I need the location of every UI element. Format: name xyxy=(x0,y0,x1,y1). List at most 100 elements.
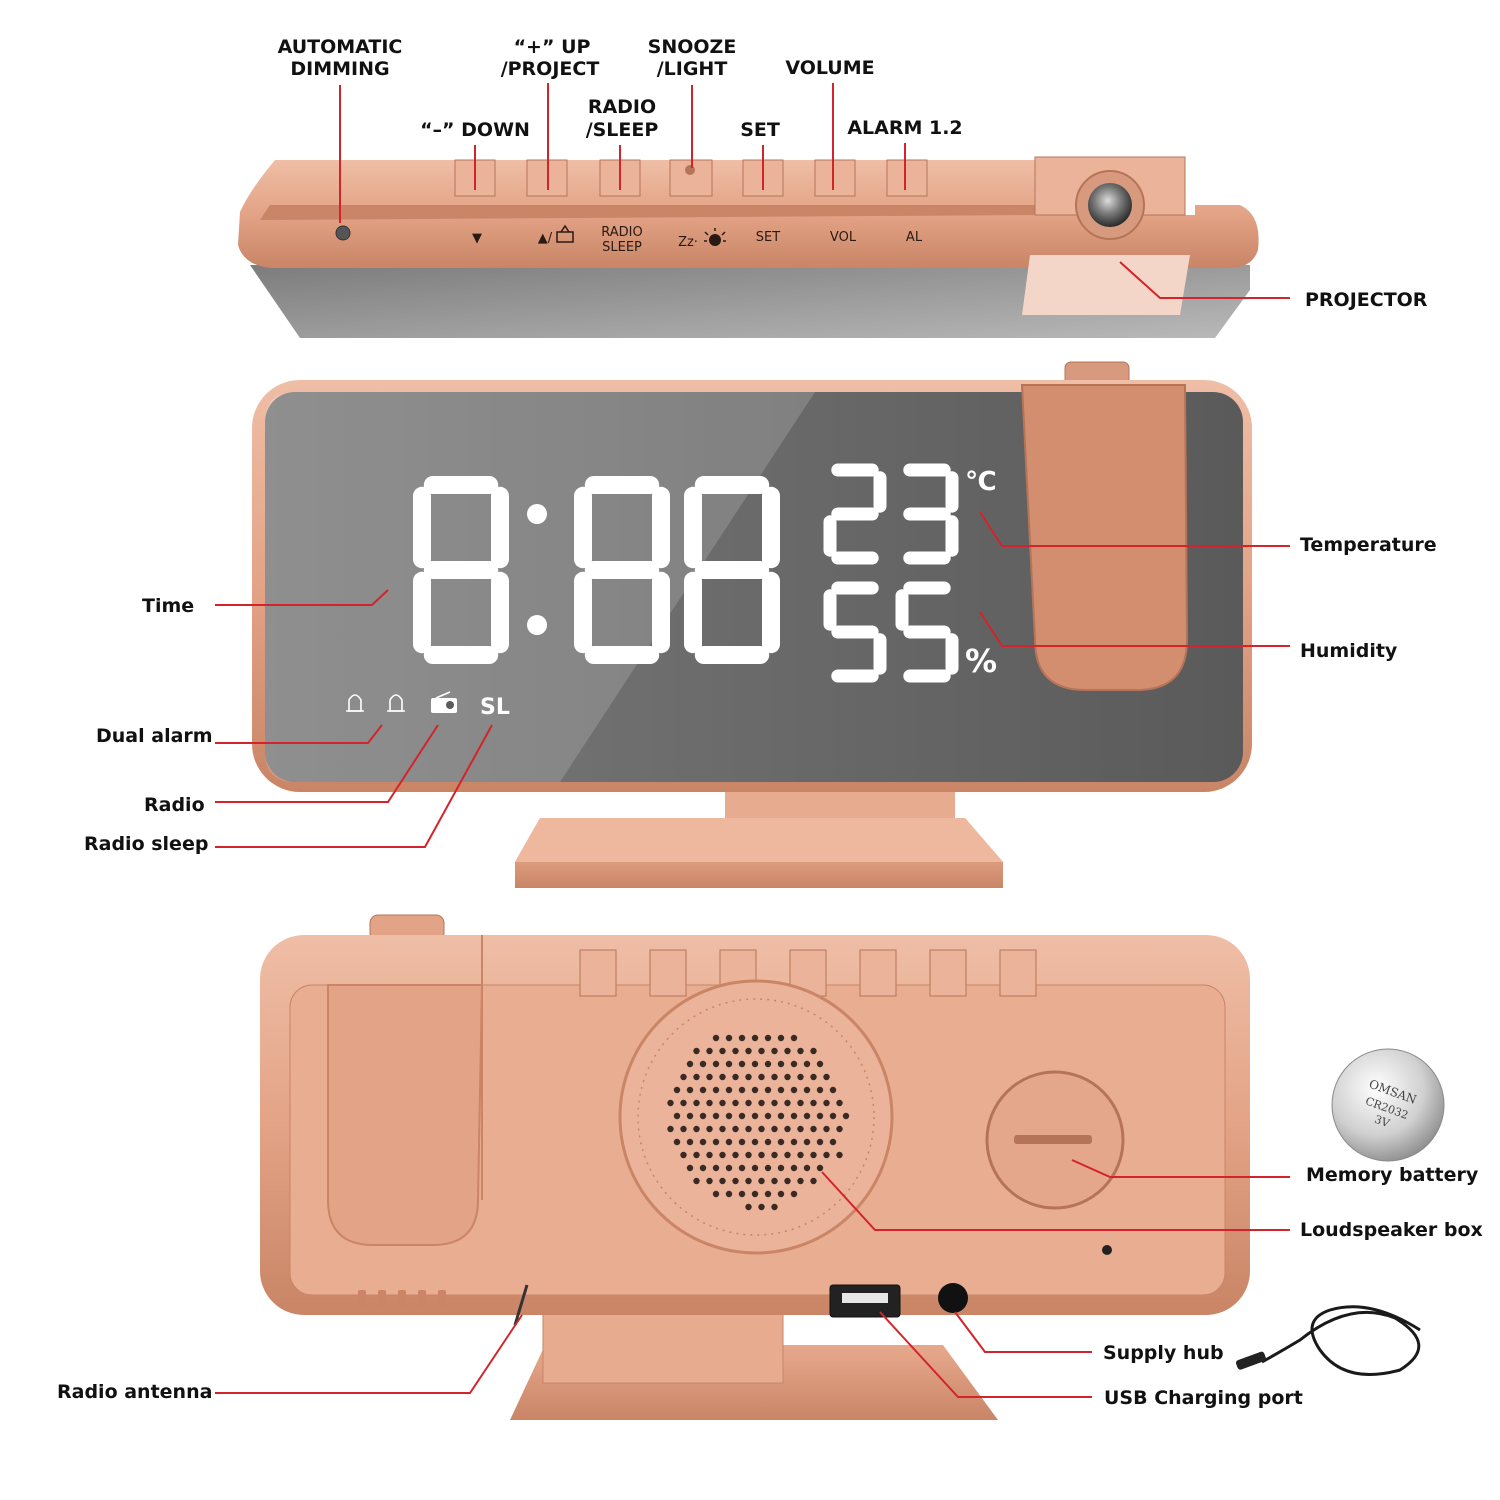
label-loudspeaker-box: Loudspeaker box xyxy=(1300,1219,1483,1241)
speaker-hole xyxy=(738,1086,746,1094)
speaker-hole xyxy=(777,1190,785,1198)
label-automatic-dimming-1: AUTOMATIC xyxy=(278,36,403,58)
speaker-hole xyxy=(829,1086,837,1094)
back-btn-5[interactable] xyxy=(859,949,897,997)
speaker-hole xyxy=(758,1099,765,1107)
speaker-hole xyxy=(764,1190,772,1198)
label-alarm: ALARM 1.2 xyxy=(847,117,962,139)
speaker-hole xyxy=(758,1047,765,1055)
speaker-hole xyxy=(680,1099,687,1107)
speaker-hole xyxy=(758,1177,765,1185)
speaker-hole xyxy=(699,1164,707,1172)
back-btn-7[interactable] xyxy=(999,949,1037,997)
label-temperature: Temperature xyxy=(1300,534,1437,556)
speaker-hole xyxy=(686,1060,694,1068)
speaker-hole xyxy=(712,1112,720,1120)
speaker-hole xyxy=(745,1099,752,1107)
speaker-hole xyxy=(745,1151,752,1159)
top-btn-al[interactable] xyxy=(886,159,928,197)
speaker-hole xyxy=(686,1138,694,1146)
speaker-hole xyxy=(706,1073,713,1081)
back-btn-1[interactable] xyxy=(579,949,617,997)
speaker-hole xyxy=(725,1164,733,1172)
speaker-hole xyxy=(706,1125,713,1133)
label-automatic-dimming-2: DIMMING xyxy=(290,58,389,80)
time-digit-1 xyxy=(413,476,509,664)
top-btn-vol[interactable] xyxy=(814,159,856,197)
speaker-hole xyxy=(797,1125,804,1133)
speaker-hole xyxy=(738,1034,746,1042)
print-vol: VOL xyxy=(830,230,857,245)
speaker-hole xyxy=(784,1073,791,1081)
speaker-hole xyxy=(680,1151,687,1159)
speaker-hole xyxy=(810,1151,817,1159)
speaker-hole xyxy=(699,1086,707,1094)
speaker-hole xyxy=(699,1112,707,1120)
speaker-hole xyxy=(816,1112,824,1120)
back-btn-2[interactable] xyxy=(649,949,687,997)
speaker-hole xyxy=(712,1086,720,1094)
speaker-hole xyxy=(745,1047,752,1055)
speaker-hole xyxy=(680,1125,687,1133)
speaker-hole xyxy=(784,1099,791,1107)
speaker-hole xyxy=(758,1203,765,1211)
speaker-hole xyxy=(751,1164,759,1172)
speaker-hole xyxy=(810,1125,817,1133)
speaker-hole xyxy=(673,1138,681,1146)
speaker-hole xyxy=(771,1177,778,1185)
speaker-hole xyxy=(693,1047,700,1055)
speaker-hole xyxy=(732,1151,739,1159)
label-set: SET xyxy=(740,119,780,141)
speaker-hole xyxy=(771,1151,778,1159)
speaker-hole xyxy=(803,1112,811,1120)
speaker-hole xyxy=(771,1099,778,1107)
back-btn-6[interactable] xyxy=(929,949,967,997)
speaker-hole xyxy=(693,1151,700,1159)
speaker-hole xyxy=(771,1125,778,1133)
speaker-hole xyxy=(673,1112,681,1120)
print-down: ▼ xyxy=(472,231,482,246)
label-radio: Radio xyxy=(144,794,205,816)
dc-power-jack[interactable] xyxy=(938,1283,968,1313)
speaker-hole xyxy=(719,1125,726,1133)
speaker-hole xyxy=(771,1203,778,1211)
speaker-hole xyxy=(680,1073,687,1081)
snooze-bump xyxy=(685,165,695,175)
speaker-hole xyxy=(790,1164,798,1172)
speaker-hole xyxy=(732,1047,739,1055)
speaker-hole xyxy=(797,1047,804,1055)
print-set: SET xyxy=(756,230,780,245)
speaker-hole xyxy=(797,1151,804,1159)
back-view: OMSAN CR2032 3V Memory battery Loudspeak… xyxy=(57,914,1483,1420)
speaker-hole xyxy=(667,1125,674,1133)
label-radio-sleep: Radio sleep xyxy=(84,833,208,855)
speaker-hole xyxy=(712,1138,720,1146)
speaker-hole xyxy=(725,1138,733,1146)
label-minus-down: “–” DOWN xyxy=(420,119,530,141)
speaker-hole xyxy=(719,1073,726,1081)
speaker-hole xyxy=(738,1190,746,1198)
speaker-hole xyxy=(764,1086,772,1094)
speaker-hole xyxy=(738,1164,746,1172)
speaker-hole xyxy=(790,1034,798,1042)
speaker-hole xyxy=(725,1112,733,1120)
speaker-hole xyxy=(732,1073,739,1081)
coin-battery-icon xyxy=(1331,1048,1445,1162)
speaker-hole xyxy=(751,1060,759,1068)
speaker-hole xyxy=(725,1060,733,1068)
speaker-hole xyxy=(719,1099,726,1107)
speaker-hole xyxy=(732,1125,739,1133)
speaker-hole xyxy=(803,1164,811,1172)
speaker-hole xyxy=(777,1112,785,1120)
speaker-inner-ring xyxy=(637,998,875,1236)
speaker-hole xyxy=(686,1164,694,1172)
back-vents xyxy=(358,1290,446,1308)
speaker-hole xyxy=(706,1177,713,1185)
time-colon-top xyxy=(527,504,547,524)
speaker-hole xyxy=(777,1086,785,1094)
speaker-hole xyxy=(745,1177,752,1185)
speaker-hole xyxy=(784,1151,791,1159)
time-digit-2 xyxy=(574,476,670,664)
